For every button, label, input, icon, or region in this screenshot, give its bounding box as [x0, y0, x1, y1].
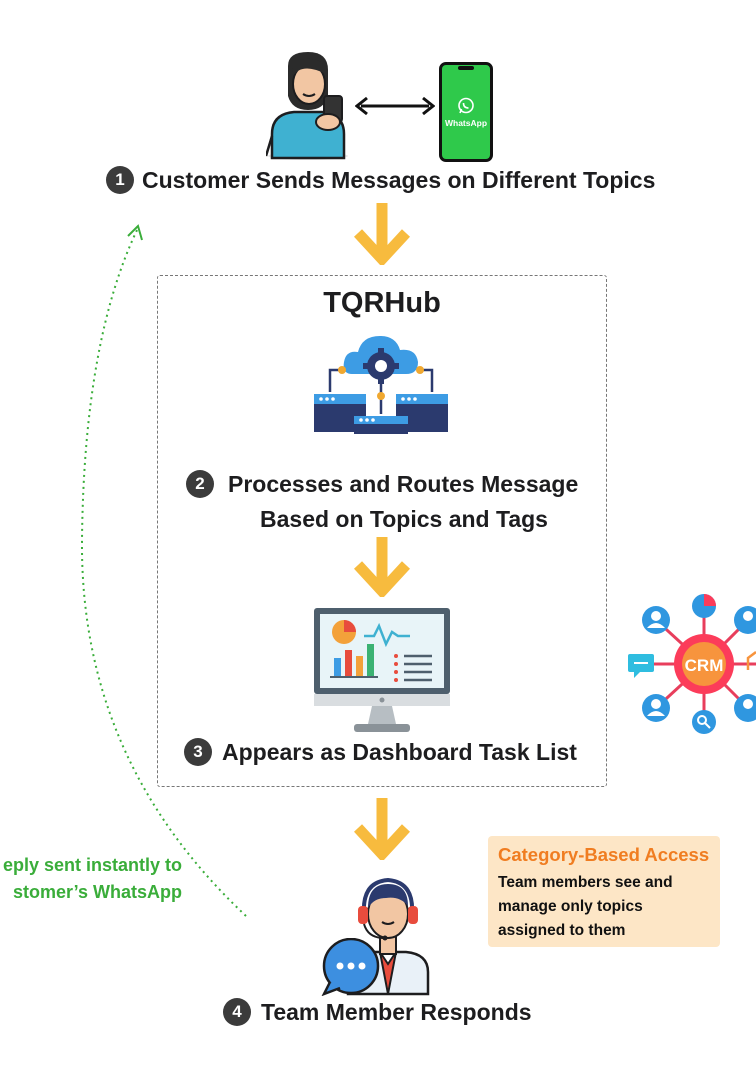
reply-note: eply sent instantly to stomer’s WhatsApp — [3, 852, 182, 906]
step-2-label: 2 Processes and Routes Message Based on … — [186, 470, 586, 533]
category-access-card: Category-Based Access Team members see a… — [488, 836, 720, 947]
step-4-label: 4 Team Member Responds — [223, 998, 532, 1026]
reply-line1: eply sent instantly to — [2, 855, 182, 875]
crm-label: CRM — [685, 656, 724, 675]
person-phone-icon — [266, 52, 348, 160]
agent-headset-icon — [346, 877, 430, 996]
reply-line2: stomer’s WhatsApp — [12, 882, 182, 902]
step-1-badge: 1 — [106, 166, 134, 194]
whatsapp-logo-icon — [458, 97, 474, 114]
access-title: Category-Based Access — [498, 844, 710, 865]
crm-network-icon: CRM — [628, 594, 756, 734]
dashboard-monitor-icon — [314, 608, 450, 732]
step-4-text: Team Member Responds — [261, 998, 532, 1025]
double-arrow-icon — [355, 96, 435, 116]
reply-return-arrow — [80, 224, 247, 917]
down-arrow-icon — [354, 798, 410, 860]
step-3-badge: 3 — [184, 738, 212, 766]
step-2-badge: 2 — [186, 470, 214, 498]
down-arrow-icon — [354, 537, 410, 597]
whatsapp-phone: WhatsApp — [439, 62, 493, 162]
step-2-line1: Processes and Routes Message — [228, 470, 579, 497]
step-2-line1-row: 2 Processes and Routes Message — [186, 470, 586, 498]
cloud-gear-servers-icon — [314, 336, 448, 434]
chat-bubble-icon — [321, 938, 380, 996]
step-3-label: 3 Appears as Dashboard Task List — [184, 738, 577, 766]
step-1-label: 1 Customer Sends Messages on Different T… — [106, 166, 655, 194]
phone-notch — [458, 66, 474, 70]
step-2-line2: Based on Topics and Tags — [260, 506, 548, 532]
hub-title: TQRHub — [323, 287, 441, 319]
step-1-text: Customer Sends Messages on Different Top… — [142, 166, 656, 193]
access-body: Team members see and manage only topics … — [498, 874, 673, 939]
step-3-text: Appears as Dashboard Task List — [222, 738, 577, 765]
down-arrow-icon — [354, 203, 410, 265]
step-4-badge: 4 — [223, 998, 251, 1026]
whatsapp-label: WhatsApp — [444, 118, 488, 128]
tqrhub-container — [157, 275, 607, 787]
